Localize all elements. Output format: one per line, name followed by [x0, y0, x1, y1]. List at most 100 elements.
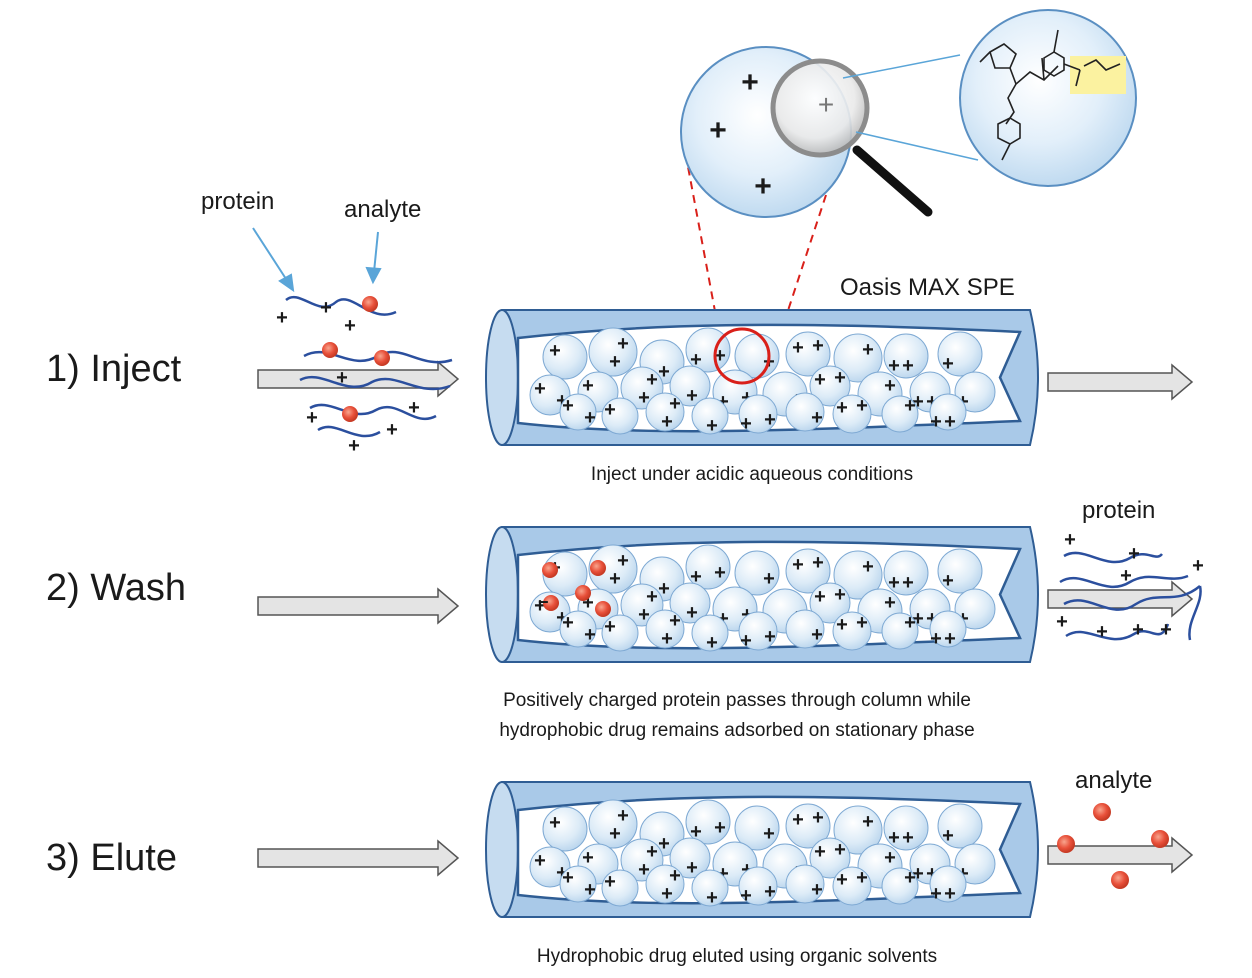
polymer-structure-icon	[959, 9, 1137, 187]
magnifier-icon: +	[770, 54, 979, 217]
bead-minus: −	[538, 592, 549, 612]
plus-sign: +	[763, 568, 775, 590]
incoming-sample: ++++++++	[257, 296, 460, 457]
bead-icon	[832, 866, 872, 906]
adsorbed-analyte-dots: −	[538, 560, 611, 617]
bead-icon	[881, 612, 919, 650]
plus-sign: +	[584, 624, 596, 646]
bead-icon	[881, 867, 919, 905]
plus-sign: +	[942, 353, 954, 375]
plus-sign: +	[812, 807, 824, 829]
bead-icon	[785, 331, 831, 377]
bead-icon	[883, 333, 929, 379]
plus-sign: +	[926, 608, 938, 630]
caption-wash-line-1: Positively charged protein passes throug…	[503, 690, 971, 711]
bead-icon	[785, 609, 825, 649]
step-labels: 1) Inject 2) Wash 3) Elute	[46, 348, 186, 879]
bead-icon	[645, 609, 685, 649]
plus-sign: +	[534, 378, 546, 400]
protein-label-right: protein	[1082, 497, 1155, 524]
bead-icon	[937, 803, 983, 849]
bead-icon	[833, 550, 883, 600]
plus-sign: +	[814, 586, 826, 608]
plus-sign: +	[811, 624, 823, 646]
plus-sign: +	[884, 375, 896, 397]
plus-sign: +	[646, 586, 658, 608]
plus-sign: +	[1128, 543, 1140, 565]
plus-sign: +	[646, 369, 658, 391]
arrow-icon	[1047, 363, 1194, 401]
plus-sign: +	[717, 391, 729, 413]
plus-sign: +	[582, 375, 594, 397]
plus-sign: +	[658, 361, 670, 383]
bead-icon	[954, 843, 996, 885]
zoom-plus-2: +	[709, 114, 727, 147]
bead-icon	[809, 582, 851, 624]
bead-icon	[734, 805, 780, 851]
plus-sign: +	[584, 879, 596, 901]
zoom-plus-3: +	[754, 170, 772, 203]
plus-sign: +	[658, 578, 670, 600]
plus-sign: +	[306, 407, 318, 429]
caption-wash-line-2: hydrophobic drug remains adsorbed on sta…	[499, 720, 974, 741]
plus-sign: +	[534, 850, 546, 872]
plus-sign: +	[714, 562, 726, 584]
plus-sign: +	[534, 595, 546, 617]
analyte-dot-icon	[1111, 871, 1129, 889]
wash-output: ++++++++	[1047, 529, 1204, 643]
bead-icon	[883, 550, 929, 596]
plus-sign: +	[764, 881, 776, 903]
plus-sign: +	[604, 399, 616, 421]
step-3-label: 3) Elute	[46, 837, 177, 879]
bead-icon	[937, 548, 983, 594]
plus-sign: +	[912, 863, 924, 885]
bead-icon	[809, 365, 851, 407]
plus-sign: +	[834, 584, 846, 606]
bead-icon	[669, 582, 711, 624]
plus-sign: +	[582, 847, 594, 869]
bead-icon	[929, 865, 967, 903]
analyte-dot-icon	[1057, 835, 1075, 853]
zoom-plus-1: +	[741, 66, 759, 99]
plus-sign: +	[888, 827, 900, 849]
zoom-target-circle	[713, 327, 771, 385]
plus-sign: +	[706, 415, 718, 437]
plus-sign: +	[638, 387, 650, 409]
plus-sign: +	[604, 616, 616, 638]
plus-sign: +	[609, 568, 621, 590]
arrow-icon	[257, 360, 460, 398]
plus-sign: +	[609, 823, 621, 845]
plus-sign: +	[856, 395, 868, 417]
plus-sign: +	[740, 630, 752, 652]
plus-sign: +	[862, 556, 874, 578]
arrow-icon	[257, 839, 460, 877]
protein-label-top: protein	[201, 188, 274, 215]
plus-sign: +	[617, 550, 629, 572]
plus-sign: +	[930, 628, 942, 650]
column-inject: ++++++++++++++++++++++++++++++++++++++++…	[485, 309, 1039, 446]
plus-sign: +	[646, 841, 658, 863]
plus-sign: +	[690, 821, 702, 843]
plus-sign: +	[386, 419, 398, 441]
plus-sign: +	[638, 604, 650, 626]
plus-sign: +	[912, 391, 924, 413]
plus-sign: +	[609, 351, 621, 373]
plus-sign: +	[658, 833, 670, 855]
bead-icon	[738, 866, 778, 906]
sorbent-beads: ++++++++++++++++++++++++++++++++++++++++…	[529, 799, 996, 909]
plus-sign: +	[1132, 619, 1144, 641]
bead-icon	[588, 799, 638, 849]
column-end-cap	[485, 309, 519, 446]
plus-sign: +	[690, 566, 702, 588]
plus-sign: +	[836, 397, 848, 419]
bead-icon	[734, 550, 780, 596]
bead-icon	[809, 837, 851, 879]
incoming-analyte-dots	[322, 296, 390, 422]
plus-sign: +	[856, 867, 868, 889]
bead-icon	[529, 846, 571, 888]
bead-icon	[685, 327, 731, 373]
plus-sign: +	[944, 411, 956, 433]
bead-icon	[691, 869, 729, 907]
plus-sign: +	[812, 552, 824, 574]
bead-icon	[691, 397, 729, 435]
